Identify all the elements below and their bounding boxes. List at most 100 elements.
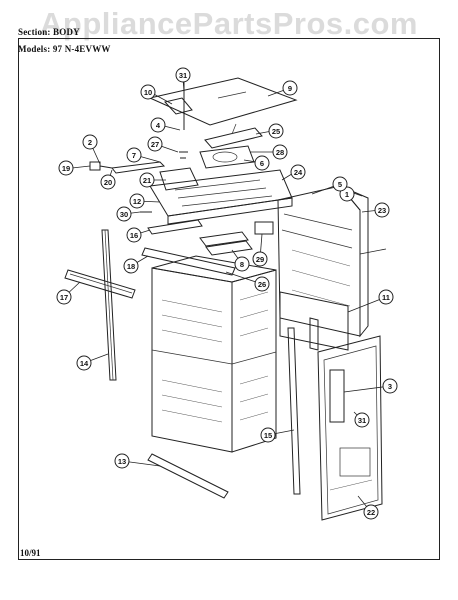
callout-number: 25 — [272, 127, 280, 136]
callout-number: 14 — [80, 359, 89, 368]
callout-circle — [140, 84, 156, 100]
callout-10: 10 — [140, 84, 156, 100]
revision-date: 10/91 — [20, 548, 41, 558]
front-panel — [317, 335, 383, 521]
switch-assembly — [89, 161, 166, 174]
callout-circle — [82, 134, 98, 150]
callout-circle — [254, 276, 270, 292]
left-side-trim — [101, 229, 117, 381]
callout-15: 15 — [260, 427, 276, 443]
callout-26: 26 — [254, 276, 270, 292]
callout-circle — [76, 355, 92, 371]
callout-number: 7 — [132, 151, 136, 160]
callout-circle — [150, 117, 166, 133]
callout-circle — [272, 144, 288, 160]
diagram-frame — [18, 38, 440, 560]
callout-9: 9 — [282, 80, 298, 96]
callout-number: 11 — [382, 293, 390, 302]
callout-3: 3 — [382, 378, 398, 394]
callout-circle — [268, 123, 284, 139]
callout-11: 11 — [378, 289, 394, 305]
callout-23: 23 — [374, 202, 390, 218]
callout-circle — [282, 80, 298, 96]
callout-number: 21 — [143, 176, 151, 185]
top-panel — [148, 77, 298, 126]
callout-7: 7 — [126, 147, 142, 163]
callout-8: 8 — [234, 256, 250, 272]
callout-4: 4 — [150, 117, 166, 133]
callout-circle — [114, 453, 130, 469]
callout-circle — [234, 256, 250, 272]
callout-number: 29 — [256, 255, 264, 264]
bottom-trim — [147, 453, 229, 499]
callout-circle — [254, 155, 270, 171]
callout-circle — [175, 67, 191, 83]
callout-20: 20 — [100, 174, 116, 190]
callout-circle — [332, 176, 348, 192]
callout-number: 12 — [133, 197, 141, 206]
leader-lines — [63, 77, 391, 513]
callout-circle — [290, 164, 306, 180]
callout-circle — [58, 160, 74, 176]
callout-number: 18 — [127, 262, 135, 271]
callout-16: 16 — [126, 227, 142, 243]
callout-19: 19 — [58, 160, 74, 176]
callout-12: 12 — [129, 193, 145, 209]
callout-6: 6 — [254, 155, 270, 171]
callout-circle — [260, 427, 276, 443]
callout-number: 27 — [151, 140, 159, 149]
callout-2: 2 — [82, 134, 98, 150]
callout-number: 10 — [144, 88, 152, 97]
callout-number: 24 — [294, 168, 303, 177]
oven-body — [151, 255, 277, 453]
callout-30: 30 — [116, 206, 132, 222]
control-base — [149, 169, 293, 225]
callout-number: 20 — [104, 178, 112, 187]
models-label: Models: 97 N-4EVWW — [18, 44, 111, 54]
callout-number: 2 — [88, 138, 92, 147]
callout-number: 30 — [120, 210, 128, 219]
callout-circle — [354, 412, 370, 428]
callout-circle — [382, 378, 398, 394]
callout-14: 14 — [76, 355, 92, 371]
callout-31: 31 — [354, 412, 370, 428]
callout-number: 19 — [62, 164, 70, 173]
vent-tubes — [199, 221, 274, 256]
callout-29: 29 — [252, 251, 268, 267]
callout-number: 28 — [276, 148, 284, 157]
callout-number: 6 — [260, 159, 264, 168]
callout-number: 13 — [118, 457, 126, 466]
callout-number: 1 — [345, 190, 349, 199]
callout-circle — [123, 258, 139, 274]
side-panel — [277, 185, 369, 338]
callout-circle — [252, 251, 268, 267]
callout-31: 31 — [175, 67, 191, 83]
callout-circle — [147, 136, 163, 152]
callout-22: 22 — [363, 504, 379, 520]
callout-18: 18 — [123, 258, 139, 274]
callout-circle — [363, 504, 379, 520]
watermark: AppliancePartsPros.com — [40, 6, 418, 41]
callout-circle — [129, 193, 145, 209]
bracket — [204, 123, 263, 149]
callout-number: 23 — [378, 206, 386, 215]
callout-number: 4 — [156, 121, 161, 130]
callout-number: 22 — [367, 508, 375, 517]
callout-number: 16 — [130, 231, 138, 240]
callout-circle — [126, 147, 142, 163]
callout-circle — [116, 206, 132, 222]
callout-21: 21 — [139, 172, 155, 188]
callout-circle — [378, 289, 394, 305]
cover-plate — [164, 97, 193, 115]
callout-number: 8 — [240, 260, 244, 269]
callout-number: 17 — [60, 293, 68, 302]
callout-circle — [139, 172, 155, 188]
trim-rails — [64, 219, 236, 299]
callout-27: 27 — [147, 136, 163, 152]
callout-25: 25 — [268, 123, 284, 139]
right-side-trim — [287, 327, 301, 495]
callout-24: 24 — [290, 164, 306, 180]
callout-5: 5 — [332, 176, 348, 192]
callout-circle — [56, 289, 72, 305]
